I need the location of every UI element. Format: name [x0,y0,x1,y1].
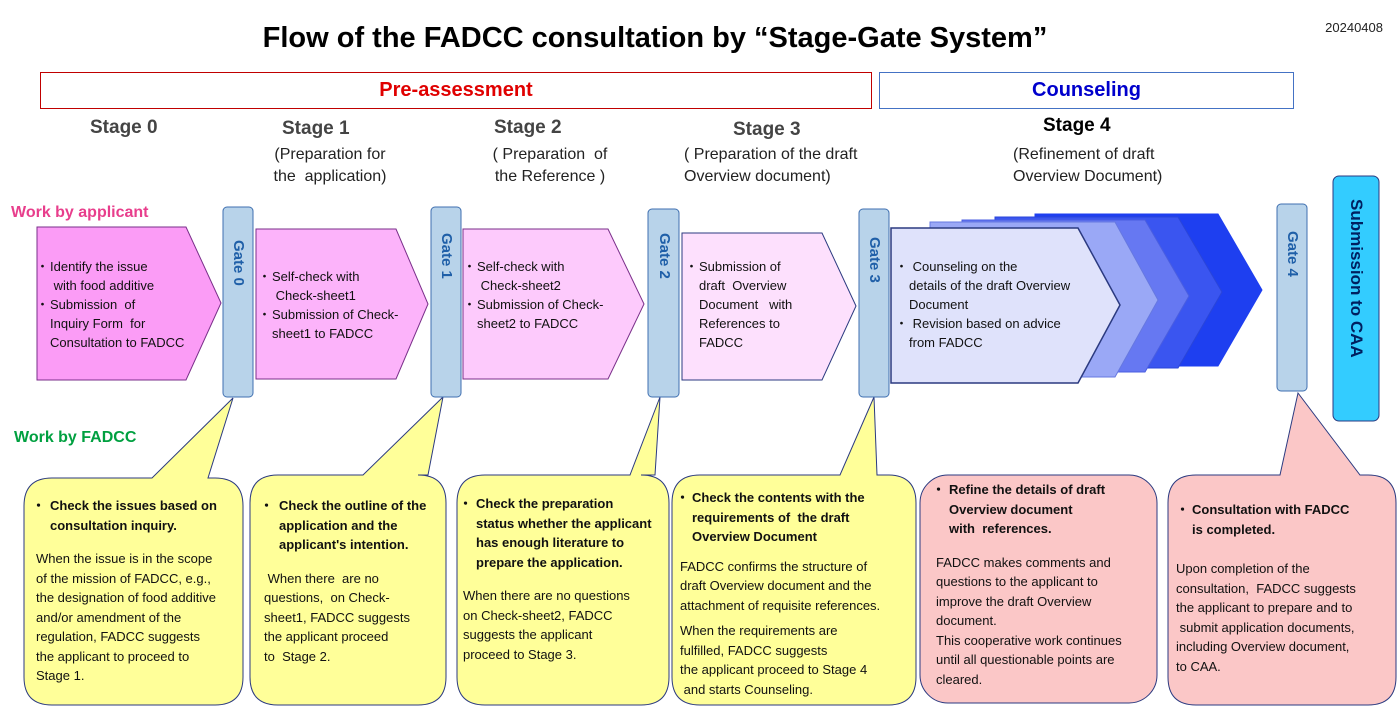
bubble-2-shape [456,396,670,706]
gate0-bar [222,206,254,398]
gate3-bar [858,208,890,398]
fadcc-task-3: ・Check the contents with the requirement… [676,488,912,699]
stage2-tasks: Self-check with Check-sheet2 Submission … [463,257,625,333]
stage3-tasks: Submission of draft Overview Document wi… [685,257,827,352]
page-title: Flow of the FADCC consultation by “Stage… [262,22,1048,54]
counseling-band: Counseling [879,72,1294,109]
stage4-task-2: Revision based on advice from FADCC [895,314,1107,352]
stage1-name: Stage 1 [282,118,350,139]
stage2-task-1: Self-check with Check-sheet2 [463,257,625,295]
stage1-task-1: Self-check with Check-sheet1 [258,267,420,305]
stage3-name: Stage 3 [733,119,801,140]
stage0-task-1: Identify the issue with food additive [36,257,208,295]
fadcc-task-0: ・Check the issues based on consultation … [32,496,242,686]
stage2-description: ( Preparation of the Reference ) [492,146,608,185]
stage4-task-1: Counseling on the details of the draft O… [895,257,1107,314]
fadcc-task-3-body2: When the requirements are fulfilled, FAD… [680,623,868,697]
gate2-bar [647,208,680,398]
stage2-name: Stage 2 [494,117,562,138]
fadcc-task-1-body: When there are no questions, on Check- s… [264,570,410,664]
fadcc-task-0-body: When the issue is in the scope of the mi… [36,551,216,683]
gate3-label: Gate 3 [866,237,883,283]
work-by-fadcc-label: Work by FADCC [14,429,137,446]
fadcc-task-5-body: Upon completion of the consultation, FAD… [1176,561,1356,674]
fadcc-task-1: ・Check the outline of the application an… [260,496,444,666]
fadcc-task-2-body: When there are no questions on Check-she… [463,588,630,662]
stage3-description: ( Preparation of the draft Overview docu… [684,146,858,185]
bubble-3-shape [671,396,917,706]
stage1-tasks: Self-check with Check-sheet1 Submission … [258,267,420,343]
fadcc-task-4-heading: ・Refine the details of draft Overview do… [932,482,1106,536]
submission-to-caa-label: Submission to CAA [1347,199,1366,358]
bubble-0-shape [23,397,244,706]
stage4-name: Stage 4 [1043,115,1111,136]
date-stamp: 20240408 [1325,20,1383,35]
stage3-task-1: Submission of draft Overview Document wi… [685,257,827,352]
stage0-task-2: Submission of Inquiry Form for Consultat… [36,295,208,352]
fadcc-task-1-heading: ・Check the outline of the application an… [260,498,427,552]
fadcc-task-2-heading: ・Check the preparation status whether th… [459,496,652,570]
stage4-tasks: Counseling on the details of the draft O… [895,257,1107,352]
stage4-description: (Refinement of draft Overview Document) [1013,146,1163,185]
gate4-bar [1276,203,1308,392]
pre-assessment-band: Pre-assessment [40,72,872,109]
fadcc-task-4-body: FADCC makes comments and questions to th… [936,554,1122,687]
stage1-task-2: Submission of Check- sheet1 to FADCC [258,305,420,343]
fadcc-task-0-heading: ・Check the issues based on consultation … [32,498,217,533]
fadcc-task-2: ・Check the preparation status whether th… [459,494,671,664]
fadcc-task-3-heading: ・Check the contents with the requirement… [676,490,865,544]
stage1-description: (Preparation for the application) [273,146,387,185]
gate2-label: Gate 2 [656,233,673,279]
gate4-label: Gate 4 [1284,231,1301,277]
gate1-label: Gate 1 [438,233,455,279]
bubble-4-shape [919,474,1158,704]
gate1-bar [430,206,462,398]
fadcc-task-5-heading: ・Consultation with FADCC is completed. [1176,502,1350,537]
fadcc-task-4: ・Refine the details of draft Overview do… [932,480,1154,689]
work-by-applicant-label: Work by applicant [11,204,149,221]
fadcc-task-5: ・Consultation with FADCC is completed. U… [1176,500,1392,676]
bubble-5-shape [1167,391,1397,706]
stage2-task-2: Submission of Check- sheet2 to FADCC [463,295,625,333]
stage0-tasks: Identify the issue with food additive Su… [36,257,208,352]
gate0-label: Gate 0 [230,240,247,286]
fadcc-task-3-body: FADCC confirms the structure of draft Ov… [680,558,881,613]
bubble-1-shape [249,395,447,706]
stage0-name: Stage 0 [90,117,158,138]
submission-box [1332,175,1380,422]
